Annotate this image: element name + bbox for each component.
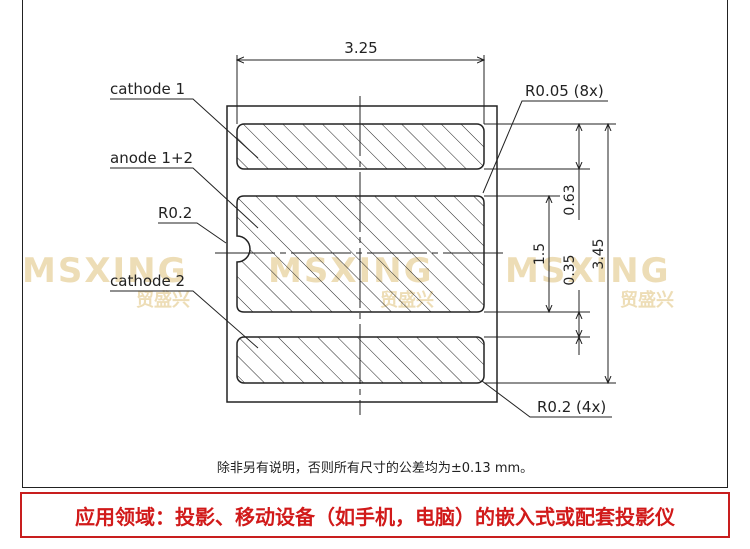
label-r02-corner: R0.2 (4x)	[537, 398, 606, 416]
watermark-chinese-right: 贸盛兴	[620, 289, 674, 311]
leader-cathode-1	[110, 98, 259, 159]
label-r005: R0.05 (8x)	[525, 82, 604, 100]
watermark-text-right: MSXING	[505, 251, 671, 291]
width-dimension-label: 3.25	[344, 39, 377, 57]
package-outline	[226, 105, 498, 403]
application-banner: 应用领域：投影、移动设备（如手机，电脑）的嵌入式或配套投影仪	[20, 492, 730, 538]
leader-anode	[110, 167, 259, 229]
dimension-label-063: 0.63	[562, 184, 578, 215]
leader-r02-corner	[481, 380, 612, 418]
leader-r02-left	[158, 222, 227, 244]
dimension-label-035: 0.35	[562, 254, 578, 285]
watermark-text-left: MSXING	[22, 251, 188, 291]
leader-r005	[482, 100, 608, 194]
dimension-label-345: 3.45	[591, 238, 607, 269]
dimension-label-15: 1.5	[532, 243, 548, 265]
leader-cathode-2	[110, 290, 259, 349]
label-cathode-2: cathode 2	[110, 272, 185, 290]
label-cathode-1: cathode 1	[110, 80, 185, 98]
led-package-drawing: MSXING MSXING MSXING 贸盛兴 贸盛兴 贸盛兴 3.25 0.…	[22, 39, 674, 418]
tolerance-note: 除非另有说明，否则所有尺寸的公差均为±0.13 mm。	[216, 461, 534, 476]
label-anode: anode 1+2	[110, 149, 193, 167]
watermark-chinese-left: 贸盛兴	[136, 289, 190, 311]
label-r02-left: R0.2	[158, 204, 192, 222]
diagram-frame	[22, 0, 728, 488]
